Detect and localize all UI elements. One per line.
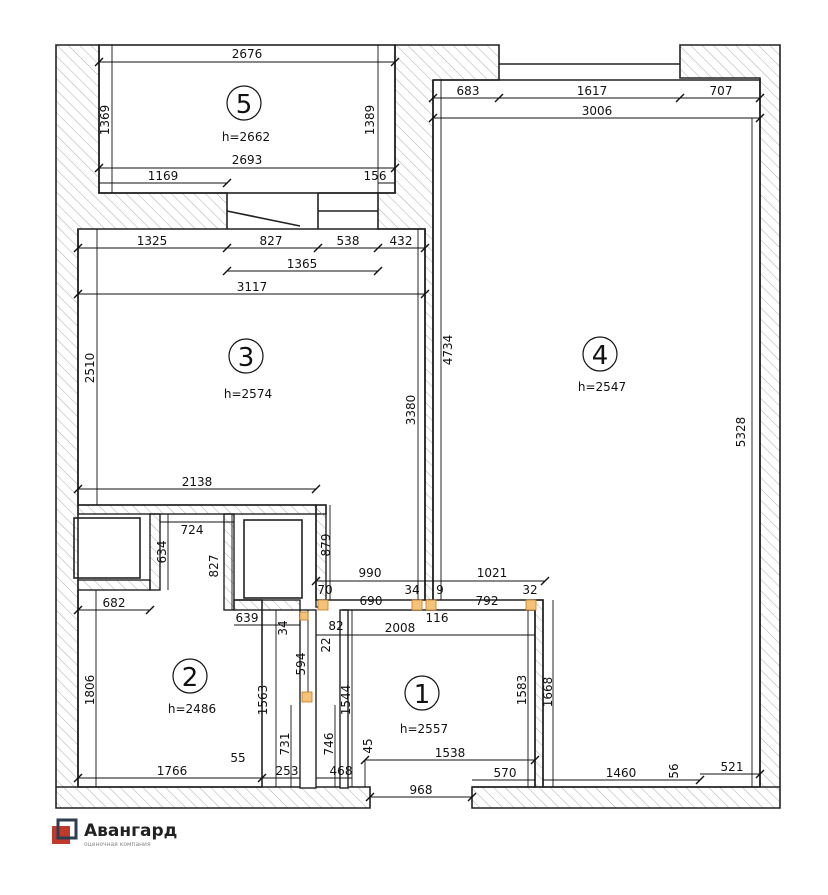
dim-label: 1617	[577, 84, 608, 98]
dim-label: 1325	[137, 234, 168, 248]
dim-label: 1583	[515, 675, 529, 706]
dim-label: 827	[260, 234, 283, 248]
dim-label: 707	[710, 84, 733, 98]
dim-label: 55	[230, 751, 245, 765]
room-3-height: h=2574	[224, 387, 272, 401]
room-labels: 5 h=2662 3 h=2574 4 h=2547 2 h=2486 1 h=…	[168, 85, 626, 736]
room-5-label: 5 h=2662	[222, 85, 270, 144]
room-5-number: 5	[236, 90, 253, 120]
room-3-label: 3 h=2574	[224, 338, 272, 401]
dim-label: 2693	[232, 153, 263, 167]
dim-label: 5328	[734, 417, 748, 448]
dim-label: 34	[276, 620, 290, 635]
dim-label: 3117	[237, 280, 268, 294]
dim-label: 570	[494, 766, 517, 780]
room-2-number: 2	[182, 663, 199, 693]
dim-label: 1766	[157, 764, 188, 778]
dim-label: 1169	[148, 169, 179, 183]
dim-label: 1538	[435, 746, 466, 760]
dim-label: 1563	[256, 685, 270, 716]
dim-label: 731	[278, 733, 292, 756]
dim-label: 1021	[477, 566, 508, 580]
room-3-number: 3	[238, 343, 255, 373]
dim-label: 2138	[182, 475, 213, 489]
dimension-labels: 2676 1369 1389 2693 1169 156 683 1617 70…	[83, 47, 748, 797]
dim-label: 56	[667, 763, 681, 778]
dim-label: 32	[522, 583, 537, 597]
room-4-number: 4	[592, 341, 609, 371]
room-1-label: 1 h=2557	[400, 675, 448, 736]
brand-name: Авангард	[84, 821, 177, 841]
dim-label: 253	[276, 764, 299, 778]
brand-tagline: оценочная компания	[84, 841, 151, 848]
dim-label: 2008	[385, 621, 416, 635]
dim-label: 70	[317, 583, 332, 597]
room-4-height: h=2547	[578, 380, 626, 394]
dimension-ticks	[73, 57, 765, 802]
dim-label: 1460	[606, 766, 637, 780]
dim-label: 827	[207, 555, 221, 578]
dim-label: 2510	[83, 353, 97, 384]
room-2-label: 2 h=2486	[168, 658, 216, 716]
dim-label: 879	[319, 534, 333, 557]
dim-label: 156	[364, 169, 387, 183]
dim-label: 968	[410, 783, 433, 797]
dim-label: 538	[337, 234, 360, 248]
dim-label: 1544	[339, 685, 353, 716]
dim-label: 468	[330, 764, 353, 778]
dim-label: 690	[360, 594, 383, 608]
dim-label: 2676	[232, 47, 263, 61]
dim-label: 3380	[404, 395, 418, 426]
dim-label: 34	[404, 583, 419, 597]
brand-logo: Авангард оценочная компания	[52, 818, 177, 848]
dim-label: 521	[721, 760, 744, 774]
dim-label: 792	[476, 594, 499, 608]
dim-label: 4734	[441, 335, 455, 366]
dim-label: 22	[319, 637, 333, 652]
dim-label: 45	[361, 738, 375, 753]
dim-label: 1369	[98, 105, 112, 136]
dimension-lines	[78, 45, 760, 798]
dim-label: 1365	[287, 257, 318, 271]
room-1-height: h=2557	[400, 722, 448, 736]
dim-label: 990	[359, 566, 382, 580]
dim-label: 724	[181, 523, 204, 537]
dim-label: 82	[328, 619, 343, 633]
dim-label: 1668	[541, 677, 555, 708]
dim-label: 432	[390, 234, 413, 248]
dim-label: 3006	[582, 104, 613, 118]
dim-label: 639	[236, 611, 259, 625]
dim-label: 1389	[363, 105, 377, 136]
dim-label: 634	[155, 541, 169, 564]
room-2-height: h=2486	[168, 702, 216, 716]
dim-label: 682	[103, 596, 126, 610]
openings	[299, 599, 537, 703]
dim-label: 746	[322, 733, 336, 756]
dim-label: 9	[436, 583, 444, 597]
dim-label: 116	[426, 611, 449, 625]
dim-label: 1806	[83, 675, 97, 706]
dim-label: 683	[457, 84, 480, 98]
room-1-number: 1	[414, 680, 431, 710]
room-4-label: 4 h=2547	[578, 336, 626, 394]
logo-mark-icon	[52, 826, 70, 844]
room-5-height: h=2662	[222, 130, 270, 144]
dim-label: 594	[294, 653, 308, 676]
